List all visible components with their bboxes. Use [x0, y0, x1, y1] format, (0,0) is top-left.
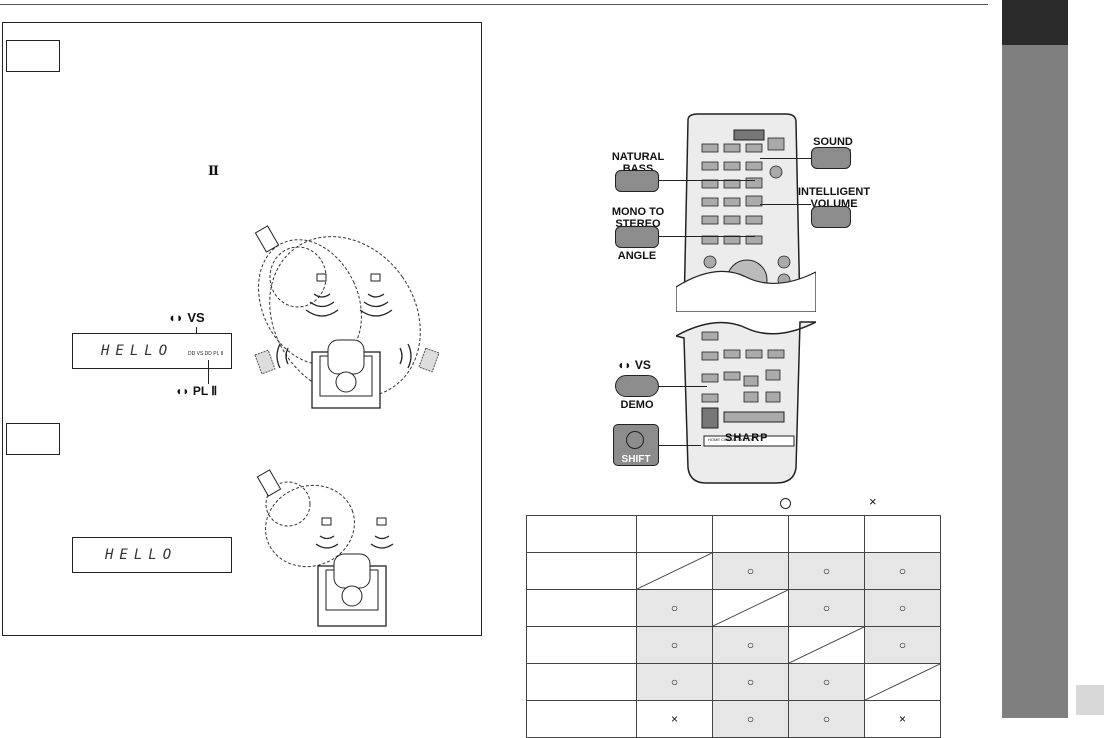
virtual-surround-speaker-icon — [418, 347, 440, 373]
sound-field-lobe — [258, 239, 362, 365]
row-header-cell — [526, 700, 637, 738]
remote-pointer-icon — [254, 225, 280, 253]
page-number-box — [1076, 685, 1104, 715]
table-row: ○ ○ ○ — [526, 552, 941, 590]
table-cell-diagonal — [864, 663, 941, 701]
natural-bass-button[interactable] — [615, 170, 659, 192]
pl2-leader-line — [208, 360, 209, 384]
intelligent-volume-leader — [760, 204, 811, 205]
front-speaker-icon — [316, 273, 327, 282]
table-cell-diagonal — [636, 552, 713, 590]
sound-field-lobe — [269, 236, 421, 398]
table-cell: ○ — [788, 663, 865, 701]
table-cell: ○ — [636, 626, 713, 664]
mode-label-box-2 — [6, 423, 60, 455]
system-name-label: HOME CINEMA SYSTEM — [708, 437, 755, 442]
virtual-surround-speaker-icon — [254, 349, 276, 375]
mono-to-stereo-leader — [659, 236, 755, 237]
roman-two-glyph: Ⅱ — [208, 164, 219, 179]
legend-cross-symbol: × — [869, 494, 877, 509]
table-cell: ○ — [712, 552, 789, 590]
brand-logo: SHARP — [725, 432, 769, 444]
shift-button-circle — [626, 431, 644, 449]
legend-circle-symbol — [780, 498, 791, 509]
dolby-pl2-label: ◖◗ PL Ⅱ — [175, 384, 218, 398]
front-speaker-icon — [370, 273, 381, 282]
listener-on-sofa-icon — [317, 553, 387, 627]
table-header-cell — [526, 515, 637, 553]
dolby-vs-remote-label: ◖◗ VS — [617, 358, 651, 372]
intelligent-volume-button[interactable] — [811, 206, 851, 228]
table-cell: ○ — [712, 663, 789, 701]
table-cell: ○ — [864, 589, 941, 627]
sound-field-lobe — [265, 484, 355, 568]
top-rule — [0, 4, 988, 5]
table-row: ○ ○ ○ — [526, 626, 941, 664]
mono-to-stereo-button[interactable] — [615, 226, 659, 248]
front-speaker-icon — [376, 517, 387, 526]
display-indicators: DD VS DD PL II — [188, 351, 224, 357]
table-cell: ○ — [712, 700, 789, 738]
shift-button[interactable]: SHIFT — [613, 424, 659, 466]
shift-leader — [659, 445, 701, 446]
section-tab — [1002, 0, 1068, 45]
dolby-vs-label: ◖◗ VS — [168, 310, 205, 325]
remote-control-lower — [676, 321, 816, 484]
sound-space-leader — [760, 158, 811, 159]
table-cell: ○ — [788, 552, 865, 590]
table-cell: ○ — [788, 700, 865, 738]
table-row: ○ ○ ○ — [526, 589, 941, 627]
angle-label: ANGLE — [617, 250, 657, 262]
table-cell: ○ — [712, 626, 789, 664]
sidebar-strip — [1002, 45, 1068, 718]
display-text-1: HELLO — [101, 343, 174, 359]
table-cell: ○ — [788, 589, 865, 627]
row-header-cell — [526, 626, 637, 664]
table-cell: ○ — [864, 626, 941, 664]
table-cell: ○ — [636, 663, 713, 701]
front-speaker-icon — [321, 517, 332, 526]
table-row: ○ ○ ○ — [526, 663, 941, 701]
front-panel-display-2: HELLO — [72, 537, 232, 573]
table-header-cell — [636, 515, 713, 553]
table-cell-diagonal — [712, 589, 789, 627]
row-header-cell — [526, 552, 637, 590]
remote-control-upper — [676, 113, 816, 312]
table-cell: ○ — [864, 552, 941, 590]
table-header-cell — [788, 515, 865, 553]
table-cell-diagonal — [788, 626, 865, 664]
mode-label-box-1 — [6, 40, 60, 72]
table-header-cell — [864, 515, 941, 553]
row-header-cell — [526, 589, 637, 627]
row-header-cell — [526, 663, 637, 701]
mono-to-stereo-label: MONO TO STEREO — [611, 206, 665, 230]
sound-field-lobe — [265, 481, 311, 527]
shift-label: SHIFT — [621, 454, 651, 465]
function-compatibility-table: ○ ○ ○ ○ ○ ○ ○ ○ ○ ○ ○ ○ × ○ ○ × — [526, 515, 941, 738]
table-header-row — [526, 515, 941, 553]
remote-pointer-icon — [256, 469, 282, 497]
demo-label: DEMO — [620, 399, 654, 411]
sound-space-button[interactable] — [811, 147, 851, 169]
table-cell: × — [864, 700, 941, 738]
dolby-vs-leader — [659, 386, 707, 387]
display-text-2: HELLO — [105, 547, 178, 563]
table-header-cell — [712, 515, 789, 553]
listener-on-sofa-icon — [311, 339, 381, 409]
table-cell: ○ — [636, 589, 713, 627]
natural-bass-leader — [659, 180, 755, 181]
table-row: × ○ ○ × — [526, 700, 941, 738]
mode-illustration-panel — [2, 22, 482, 636]
dolby-vs-button[interactable] — [615, 375, 659, 397]
stereo-diagram — [256, 469, 394, 627]
table-cell: × — [636, 700, 713, 738]
surround-diagram-vs — [254, 225, 440, 409]
front-panel-display-1: HELLO DD VS DD PL II — [72, 333, 232, 369]
